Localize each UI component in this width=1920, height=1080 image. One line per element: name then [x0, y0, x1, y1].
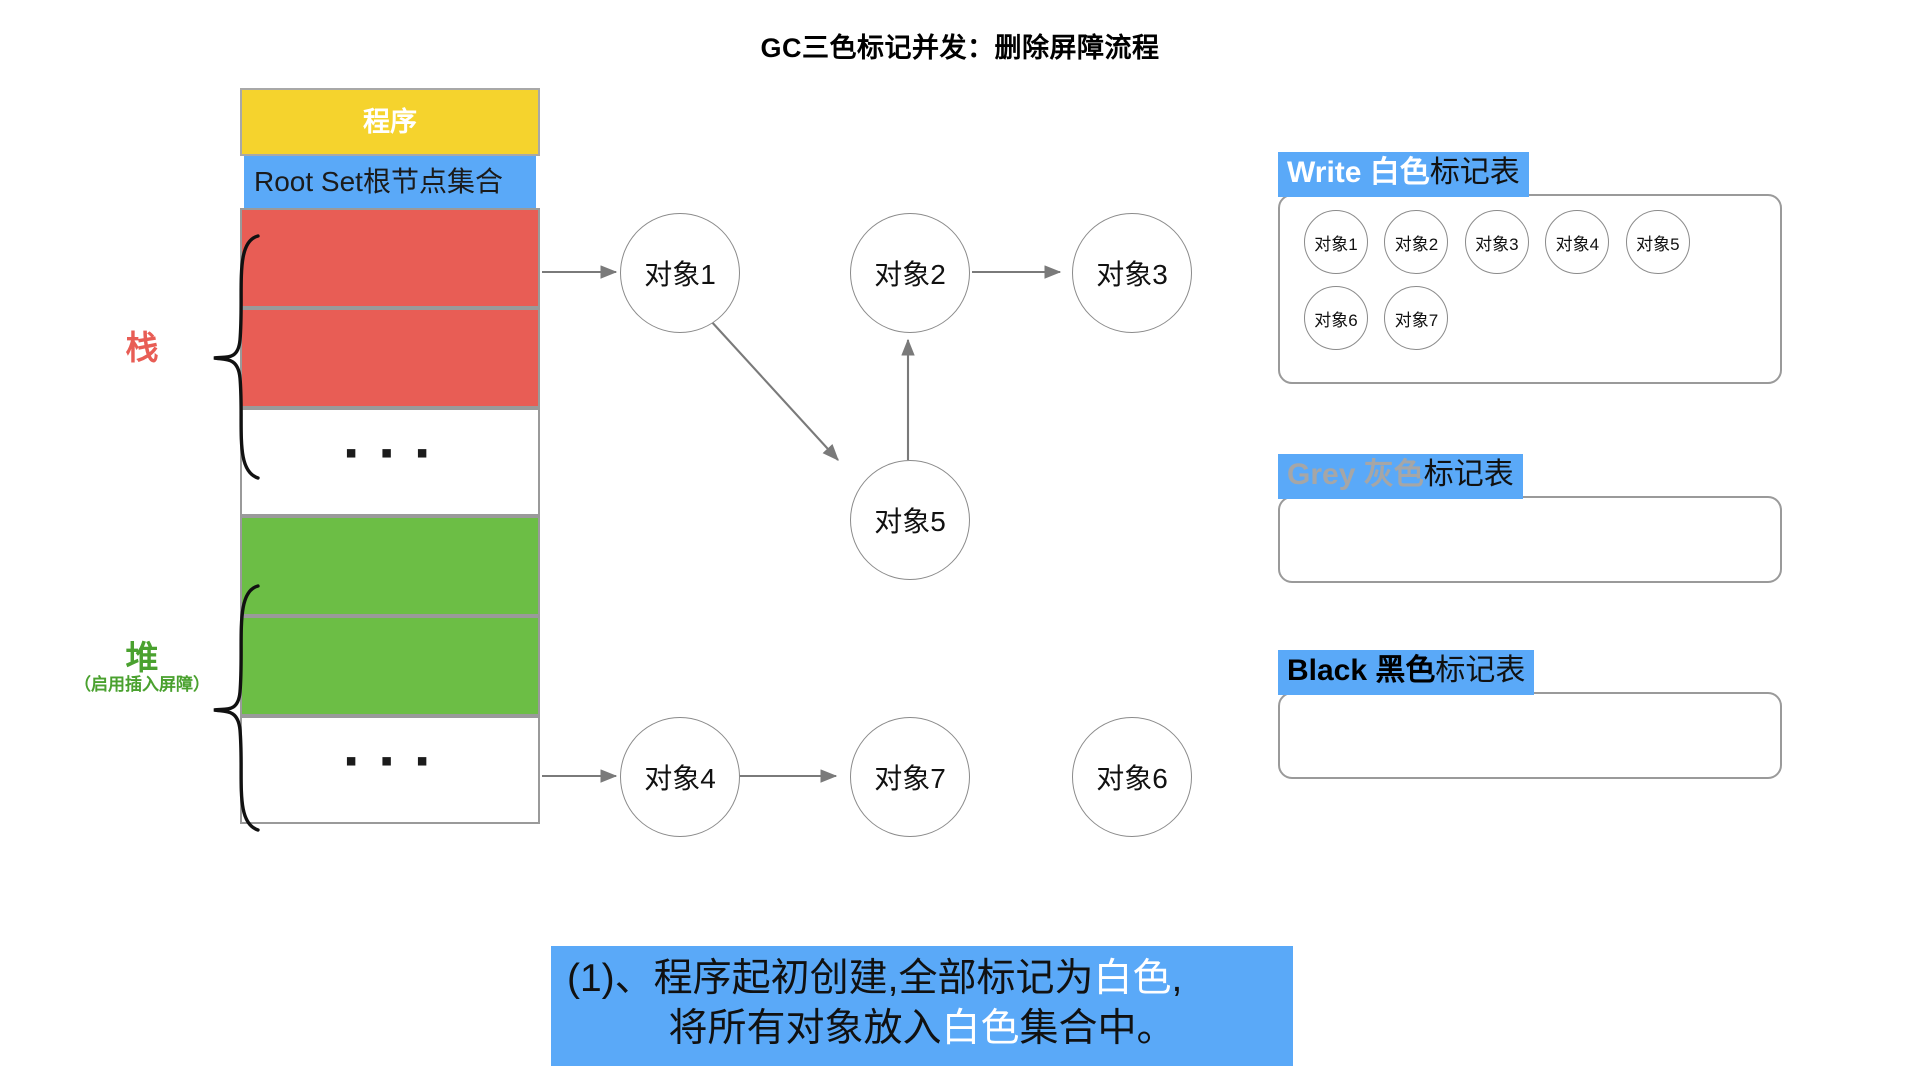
object-node-obj2[interactable]: 对象2 [850, 213, 970, 333]
stack-label-main: 栈 [125, 329, 159, 366]
stack-slot-ellipsis: ▪ ▪ ▪ [240, 408, 540, 516]
root-set-label: Root Set根节点集合 [254, 166, 503, 197]
heap-slot-1 [240, 516, 540, 616]
grey-table-tail: 标记表 [1423, 458, 1514, 491]
object-node-obj1[interactable]: 对象1 [620, 213, 740, 333]
mark-chip[interactable]: 对象4 [1545, 210, 1610, 274]
ellipsis-icon: ▪ ▪ ▪ [344, 434, 436, 472]
black-table-tail: 标记表 [1435, 654, 1526, 687]
white-table-tail: 标记表 [1429, 156, 1520, 189]
heap-label: 堆 （启用插入屏障） [52, 639, 232, 695]
heap-label-main: 堆 [125, 639, 159, 676]
step-caption: (1)、程序起初创建,全部标记为白色, 将所有对象放入白色集合中。 [551, 946, 1293, 1066]
caption-line-2: 将所有对象放入白色集合中。 [561, 1004, 1283, 1054]
object-node-obj5[interactable]: 对象5 [850, 460, 970, 580]
object-node-obj4[interactable]: 对象4 [620, 717, 740, 837]
stack-label: 栈 [82, 329, 202, 366]
object-node-label: 对象5 [874, 506, 946, 537]
white-table-color-word: 白色 [1361, 156, 1430, 189]
caption-line1-post: , [1171, 957, 1183, 1000]
black-table-color-word: 黑色 [1367, 654, 1436, 687]
mark-chip[interactable]: 对象7 [1384, 286, 1449, 350]
stack-slot-1 [240, 208, 540, 308]
mark-chip[interactable]: 对象1 [1304, 210, 1368, 274]
ellipsis-icon: ▪ ▪ ▪ [344, 742, 436, 780]
caption-line2-pre: 将所有对象放入 [668, 1006, 942, 1050]
caption-line1-pre: (1)、程序起初创建,全部标记为 [567, 957, 1094, 1000]
heap-slot-ellipsis: ▪ ▪ ▪ [240, 716, 540, 824]
object-node-obj3[interactable]: 对象3 [1072, 213, 1192, 333]
program-block: 程序 [240, 88, 540, 156]
grey-table-color-word: 灰色 [1355, 458, 1424, 491]
white-mark-table-header: Write 白色标记表 [1278, 152, 1529, 197]
white-table-latin: Write [1287, 156, 1362, 189]
black-mark-table-header: Black 黑色标记表 [1278, 650, 1535, 695]
object-node-label: 对象4 [644, 763, 716, 794]
object-node-obj6[interactable]: 对象6 [1072, 717, 1192, 837]
white-mark-table-body: 对象1 对象2 对象3 对象4 对象5 对象6 对象7 [1278, 194, 1782, 384]
caption-line1-highlight: 白色 [1093, 957, 1172, 1000]
object-node-label: 对象6 [1096, 763, 1168, 794]
mark-chip[interactable]: 对象5 [1625, 210, 1690, 274]
page-title: GC三色标记并发：删除屏障流程 [760, 33, 1160, 63]
heap-label-sub: （启用插入屏障） [74, 675, 210, 695]
mark-chip[interactable]: 对象3 [1464, 210, 1529, 274]
object-node-label: 对象2 [874, 259, 946, 290]
root-set-block: Root Set根节点集合 [244, 156, 536, 208]
object-node-label: 对象1 [644, 259, 716, 290]
grey-mark-table-header: Grey 灰色标记表 [1278, 454, 1523, 499]
caption-line2-post: 集合中。 [1019, 1006, 1176, 1050]
caption-line2-highlight: 白色 [941, 1006, 1020, 1050]
black-table-latin: Black [1287, 654, 1368, 687]
black-mark-table-body [1278, 692, 1782, 779]
grey-mark-table-body [1278, 496, 1782, 583]
object-node-label: 对象7 [874, 763, 946, 794]
heap-brace [213, 584, 260, 832]
caption-line-1: (1)、程序起初创建,全部标记为白色, [561, 954, 1283, 1004]
mark-chip[interactable]: 对象2 [1384, 210, 1449, 274]
mark-chip[interactable]: 对象6 [1304, 286, 1368, 350]
program-label: 程序 [363, 106, 417, 137]
memory-column: 程序 Root Set根节点集合 ▪ ▪ ▪ ▪ ▪ ▪ [240, 88, 540, 824]
stack-slot-2 [240, 308, 540, 408]
stack-brace [213, 234, 260, 480]
object-node-obj7[interactable]: 对象7 [850, 717, 970, 837]
grey-table-latin: Grey [1287, 458, 1356, 491]
object-node-label: 对象3 [1096, 259, 1168, 290]
